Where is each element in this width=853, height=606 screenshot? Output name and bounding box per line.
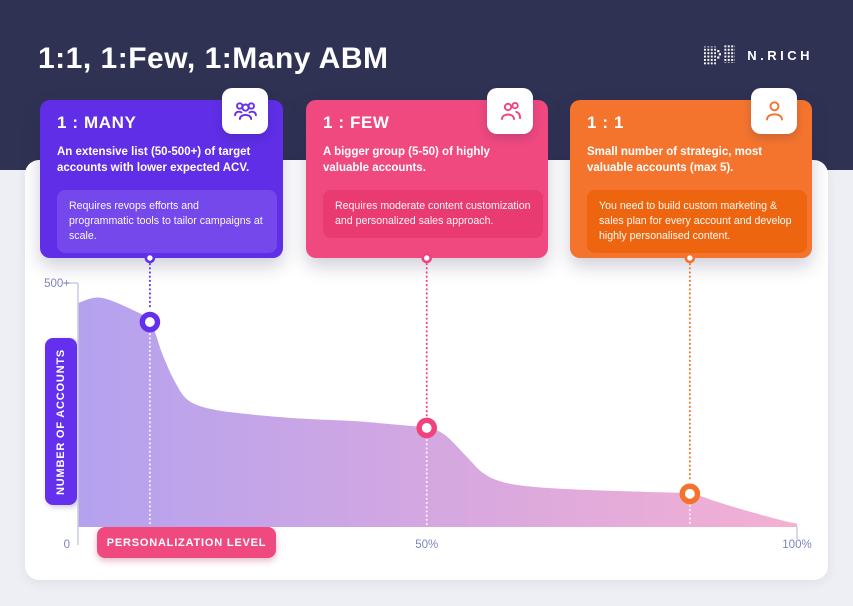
card-title: 1 : 1 <box>587 113 625 132</box>
group-two-people-icon <box>500 101 521 120</box>
page-title: 1:1, 1:Few, 1:Many ABM <box>38 42 389 75</box>
card-title: 1 : MANY <box>57 113 137 132</box>
card-subtitle: A bigger group (5-50) of highly valuable… <box>323 146 490 175</box>
y-axis-badge: NUMBER OF ACCOUNTS <box>45 338 77 505</box>
card-icon-tile <box>487 88 533 134</box>
card-one-to-few: 1 : FEW A bigger group (5-50) of highly … <box>306 88 548 258</box>
card-one-to-one: 1 : 1 Small number of strategic, most va… <box>570 88 812 258</box>
card-one-to-many: 1 : MANY An extensive list (50-500+) of … <box>40 88 283 258</box>
single-person-icon <box>765 101 783 121</box>
card-note: Requires moderate content customization … <box>323 190 543 238</box>
x-axis-label: PERSONALIZATION LEVEL <box>106 536 267 549</box>
x-axis-badge: PERSONALIZATION LEVEL <box>97 527 276 558</box>
card-note: Requires revops efforts and programmatic… <box>57 190 277 253</box>
brand-name: N.RICH <box>747 47 813 63</box>
card-subtitle: Small number of strategic, most valuable… <box>587 146 763 175</box>
brand-logo: N.RICH <box>704 42 813 68</box>
card-icon-tile <box>751 88 797 134</box>
group-three-people-icon <box>233 102 257 120</box>
card-title: 1 : FEW <box>323 113 390 132</box>
card-note: You need to build custom marketing & sal… <box>587 190 807 253</box>
nrich-logo-icon <box>704 44 736 66</box>
y-axis-label: NUMBER OF ACCOUNTS <box>55 348 67 495</box>
card-icon-tile <box>222 88 268 134</box>
card-subtitle: An extensive list (50-500+) of target ac… <box>57 146 251 175</box>
